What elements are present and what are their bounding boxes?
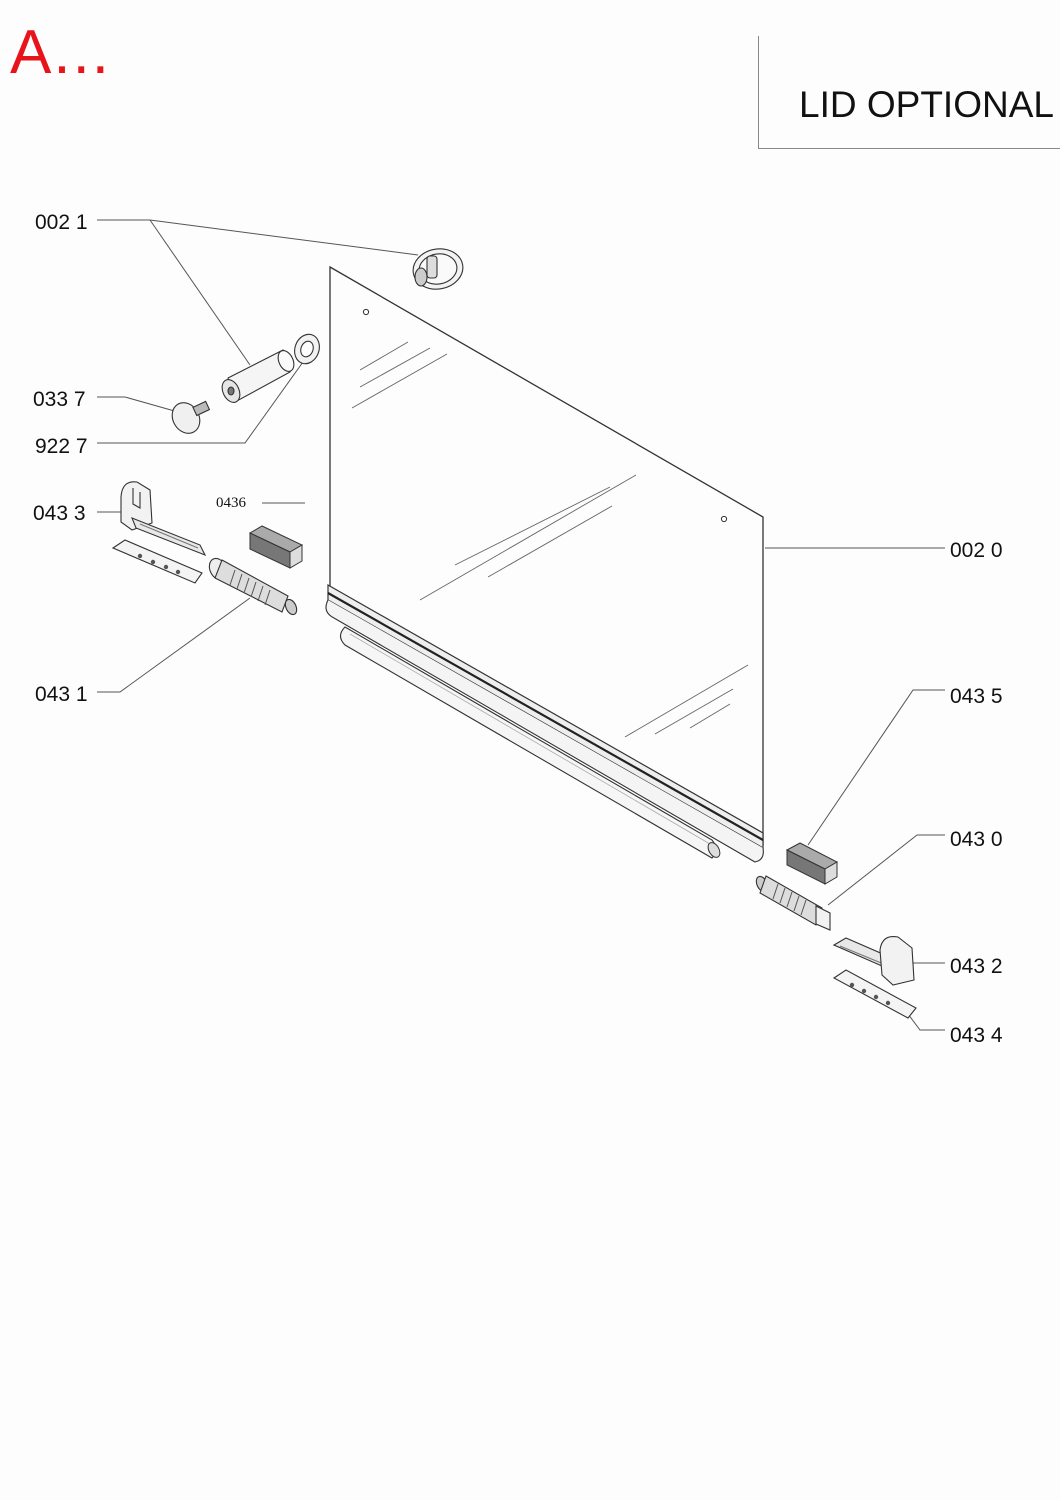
section-mark: A... [10,18,112,87]
label-0432: 043 2 [950,955,1003,978]
cylinder-spacer [221,349,295,403]
leader-0434 [904,1009,945,1031]
right-hinge-bracket [832,935,915,986]
left-foam-block [248,525,304,569]
label-0021: 002 1 [35,211,88,234]
right-foam-block [785,842,839,885]
left-spring-pin [208,557,298,616]
label-0431: 043 1 [35,683,88,706]
right-spring-pin [755,875,831,931]
label-0434: 043 4 [950,1024,1003,1047]
mount-hole-right [720,515,728,523]
label-0020: 002 0 [950,539,1003,562]
label-9227: 922 7 [35,435,88,458]
diagram-title: LID OPTIONAL [799,84,1054,125]
leader-0021-a [97,219,419,256]
title-box: LID OPTIONAL [758,36,1060,149]
label-0436: 0436 [216,495,247,511]
mushroom-knob [171,400,211,434]
label-0433: 043 3 [33,502,86,525]
leader-0337 [97,396,179,413]
left-perforated-plate [111,539,203,584]
leader-0430 [827,834,945,906]
label-0435: 043 5 [950,685,1003,708]
label-0430: 043 0 [950,828,1003,851]
label-0337: 033 7 [33,388,86,411]
knob-washer-top [412,248,464,290]
leader-0021-b [149,219,251,366]
glass-reflections [351,341,749,738]
glass-lid-panel [325,265,764,863]
leader-0435 [807,689,945,846]
leader-9227 [97,354,309,444]
leader-lines [97,219,945,1031]
mount-hole-left [362,308,370,316]
washer-ring [294,333,320,365]
left-hinge-bracket [120,481,207,557]
right-perforated-plate [832,969,917,1019]
leader-0431 [97,597,251,693]
